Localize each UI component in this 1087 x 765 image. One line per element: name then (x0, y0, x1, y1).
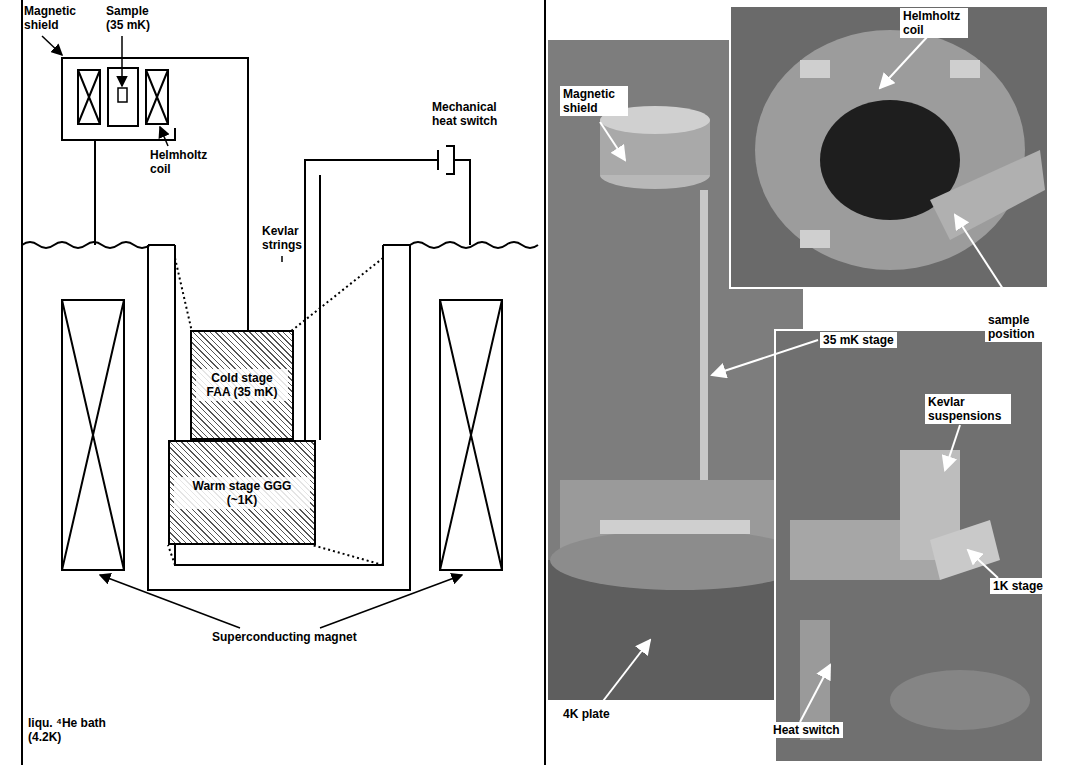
stage-box: Cold stage FAA (35 mK) (190, 330, 294, 440)
photo-label: Kevlar suspensions (925, 394, 1011, 424)
stage-box: Warm stage GGG (~1K) (168, 440, 316, 545)
photo-label: 4K plate (560, 706, 613, 722)
photo-label: sample position (985, 312, 1053, 342)
part-label: Sample (35 mK) (106, 4, 158, 32)
stage-label: Warm stage GGG (~1K) (174, 477, 310, 509)
part-label: Superconducting magnet (212, 630, 357, 644)
part-label: Mechanical heat switch (432, 100, 512, 128)
stage-label: Cold stage FAA (35 mK) (196, 369, 288, 401)
photo-label: 35 mK stage (820, 332, 897, 348)
part-label: liqu. ⁴He bath (4.2K) (28, 716, 108, 744)
photo-label: Magnetic shield (560, 86, 628, 116)
part-label: Kevlar strings (262, 224, 314, 252)
photo-label: Heat switch (770, 722, 843, 738)
photo-label: 1K stage (990, 578, 1046, 594)
photo-label: Helmholtz coil (900, 8, 968, 38)
part-label: Helmholtz coil (150, 148, 212, 176)
part-label: Magnetic shield (24, 4, 84, 32)
